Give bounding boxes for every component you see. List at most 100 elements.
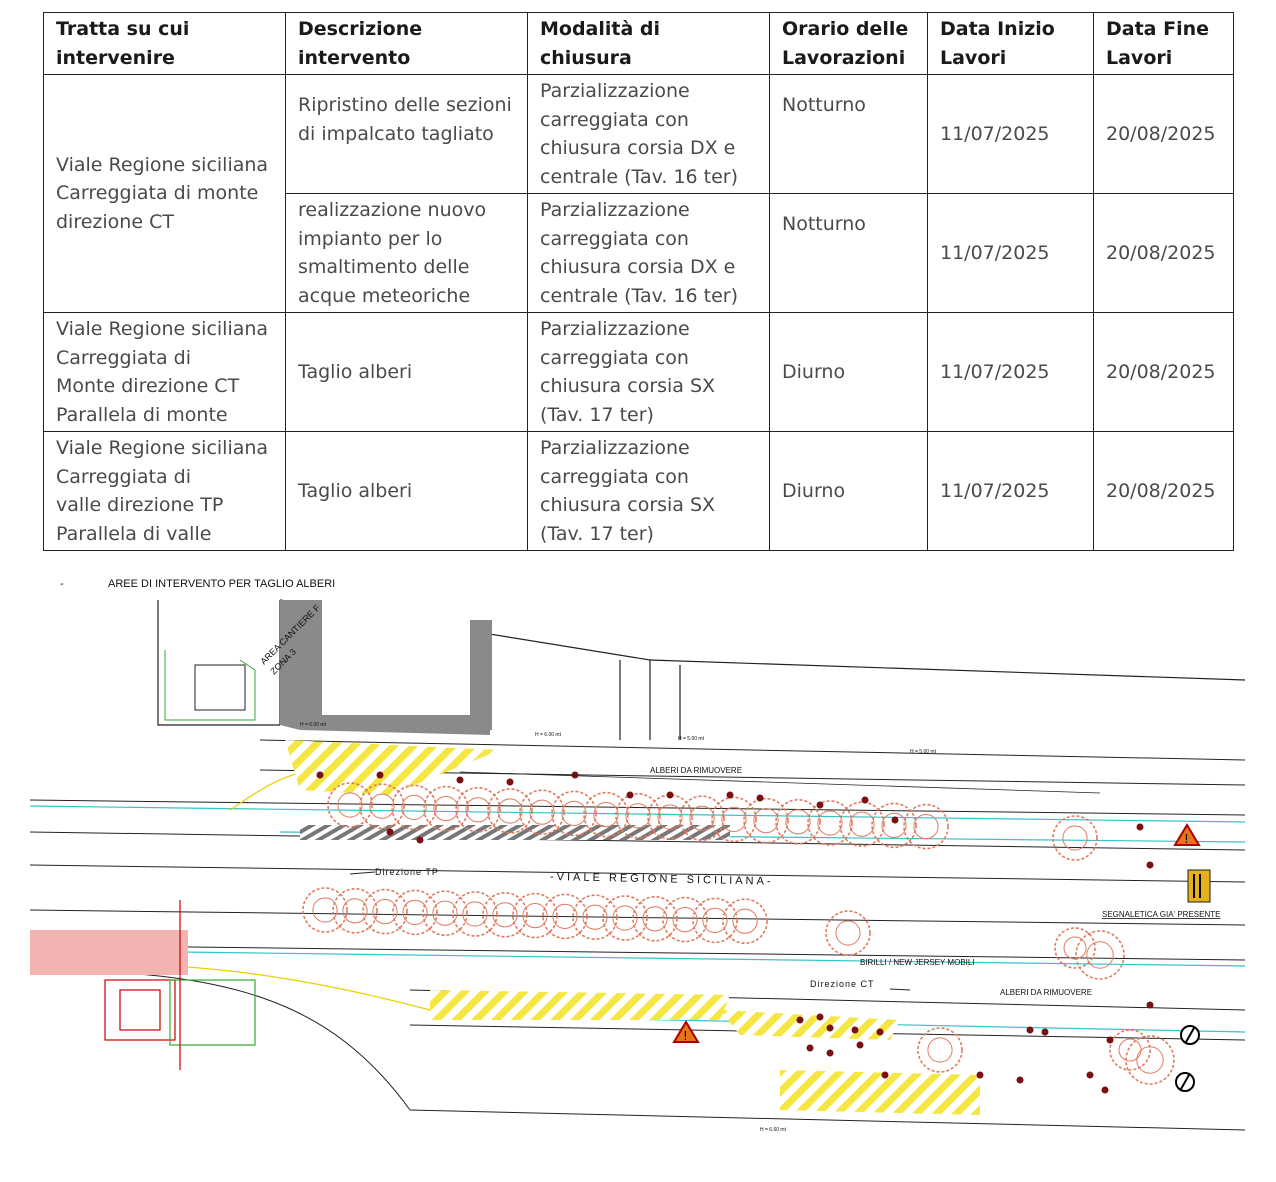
tree-canopy xyxy=(1075,930,1125,980)
cell-orario: Diurno xyxy=(769,312,928,432)
header-descrizione: Descrizione intervento xyxy=(285,12,528,75)
tree-canopy-inner xyxy=(401,794,427,820)
tree-canopy-inner xyxy=(1063,936,1087,960)
tree-removal-marker xyxy=(976,1071,984,1079)
tree-canopy-inner xyxy=(561,800,587,826)
tree-canopy-inner xyxy=(462,901,488,927)
cell-descrizione: Taglio alberi xyxy=(285,312,528,432)
height-label: H = 6.00 mt xyxy=(300,722,327,728)
cell-data-inizio: 11/07/2025 xyxy=(927,193,1094,313)
no-entry-sign-icon xyxy=(1175,1072,1195,1092)
tree-canopy xyxy=(519,789,565,835)
warning-sign-icon: ! xyxy=(672,1020,700,1043)
construction-area-inner xyxy=(322,600,492,730)
segnaletica-label: SEGNALETICA GIA' PRESENTE xyxy=(1102,910,1220,919)
tree-canopy xyxy=(391,784,437,831)
lane-sign-icon xyxy=(1187,869,1211,903)
tree-removal-marker xyxy=(1101,1086,1109,1094)
header-orario: Orario delle Lavorazioni xyxy=(769,12,928,75)
tree-canopy-inner xyxy=(1062,825,1088,851)
tree-canopy xyxy=(583,791,629,838)
tree-canopy xyxy=(632,895,678,942)
tree-removal-marker xyxy=(1041,1028,1049,1036)
markers-group xyxy=(316,771,1154,1094)
tree-removal-marker xyxy=(626,791,634,799)
tree-canopy-inner xyxy=(642,906,668,932)
cell-modalita: Parzializzazione carreggiata con chiusur… xyxy=(527,312,770,432)
table-header-row: Tratta su cui intervenire Descrizione in… xyxy=(43,12,1234,75)
tree-canopy-inner xyxy=(433,796,459,822)
height-label: H = 6.60 mt xyxy=(760,1127,787,1133)
tree-removal-marker xyxy=(796,1016,804,1024)
tree-removal-marker xyxy=(876,1028,884,1036)
header-data-inizio: Data Inizio Lavori xyxy=(927,12,1094,75)
closure-hatch-top xyxy=(285,740,500,795)
alberi-leader-top xyxy=(459,771,1101,794)
tree-canopy xyxy=(647,794,693,840)
tree-canopy xyxy=(775,799,821,845)
tree-canopy-inner xyxy=(593,802,619,828)
tree-canopy-inner xyxy=(372,899,398,925)
tree-removal-marker xyxy=(1026,1026,1034,1034)
tree-removal-marker xyxy=(316,771,324,779)
tree-removal-marker xyxy=(1146,1001,1154,1009)
tree-canopy xyxy=(692,897,738,944)
road-lines xyxy=(30,739,1245,1131)
tree-canopy-inner xyxy=(402,899,428,925)
tree-canopy-inner xyxy=(785,809,811,835)
tree-canopy-inner xyxy=(1118,1038,1142,1062)
drawing-caption: AREE DI INTERVENTO PER TAGLIO ALBERI xyxy=(108,578,335,590)
tree-canopy xyxy=(871,802,917,849)
cell-data-inizio: 11/07/2025 xyxy=(927,431,1094,551)
tree-canopy xyxy=(332,887,378,934)
tree-canopy-inner xyxy=(817,810,843,836)
tree-canopy-inner xyxy=(312,897,338,923)
tree-canopy xyxy=(302,887,348,933)
tree-removal-marker xyxy=(666,791,674,799)
church-outline xyxy=(164,650,256,721)
tree-canopy-inner xyxy=(881,812,907,838)
tree-removal-marker xyxy=(1086,1071,1094,1079)
tree-removal-marker xyxy=(851,1026,859,1034)
table-row: Viale Regione siciliana Carreggiata di m… xyxy=(43,74,1234,313)
tree-canopy xyxy=(452,891,498,937)
site-plan-drawing: - AREE DI INTERVENTO PER TAGLIO ALBERI A… xyxy=(30,578,1245,1133)
tree-canopy xyxy=(359,783,405,829)
tree-canopy xyxy=(392,889,438,936)
no-entry-sign-icon xyxy=(1180,1025,1200,1045)
cell-data-fine: 20/08/2025 xyxy=(1093,431,1234,551)
tree-removal-marker xyxy=(726,791,734,799)
tree-canopy xyxy=(903,803,949,850)
direzione-ct-arrow xyxy=(889,988,911,991)
closure-hatch-bottom xyxy=(780,1070,980,1115)
tree-canopy-inner xyxy=(432,900,458,926)
tree-canopy xyxy=(327,782,373,828)
tree-canopy xyxy=(422,890,468,937)
tree-canopy-inner xyxy=(702,907,728,933)
tree-canopy-inner xyxy=(1086,941,1114,969)
tree-canopy-inner xyxy=(497,798,523,824)
tree-canopy xyxy=(487,788,533,834)
tree-canopy xyxy=(743,797,789,844)
header-modalita: Modalità di chiusura xyxy=(527,12,770,75)
warning-sign-icon: ! xyxy=(1173,823,1201,846)
cell-descrizione: realizzazione nuovo impianto per lo smal… xyxy=(285,193,528,313)
tree-canopy-inner xyxy=(369,793,395,819)
tree-canopy xyxy=(362,888,408,935)
cell-orario: Notturno xyxy=(769,193,928,313)
height-label: H = 6.00 mt xyxy=(535,732,562,738)
tree-canopy-inner xyxy=(849,811,875,837)
cell-modalita: Parzializzazione carreggiata con chiusur… xyxy=(527,193,770,313)
tree-canopy-inner xyxy=(552,903,578,929)
tree-canopy xyxy=(662,896,708,943)
cell-data-fine: 20/08/2025 xyxy=(1093,193,1234,313)
tree-canopy xyxy=(1052,815,1098,861)
tree-canopy xyxy=(551,790,597,837)
cell-data-fine: 20/08/2025 xyxy=(1093,312,1234,432)
tree-canopy-inner xyxy=(522,903,548,929)
tree-removal-marker xyxy=(881,1071,889,1079)
table-row: realizzazione nuovo impianto per lo smal… xyxy=(44,193,1234,313)
tree-canopy-inner xyxy=(913,814,939,840)
height-label: H = 5.00 mt xyxy=(910,749,937,755)
tree-canopy-inner xyxy=(612,905,638,931)
